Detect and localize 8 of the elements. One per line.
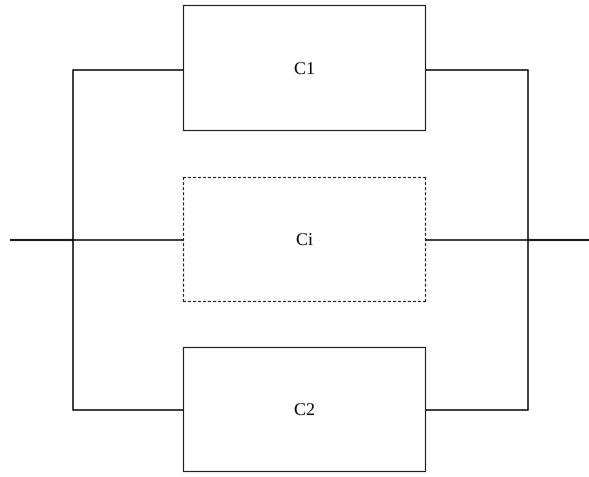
component-label: Ci (296, 229, 313, 250)
component-label: C1 (294, 58, 315, 78)
component-box (183, 5, 426, 131)
component-label: C2 (294, 399, 315, 420)
component-box (183, 347, 426, 472)
connector-line (10, 239, 183, 411)
optional-component-box (183, 177, 426, 302)
connector-line (426, 239, 589, 411)
